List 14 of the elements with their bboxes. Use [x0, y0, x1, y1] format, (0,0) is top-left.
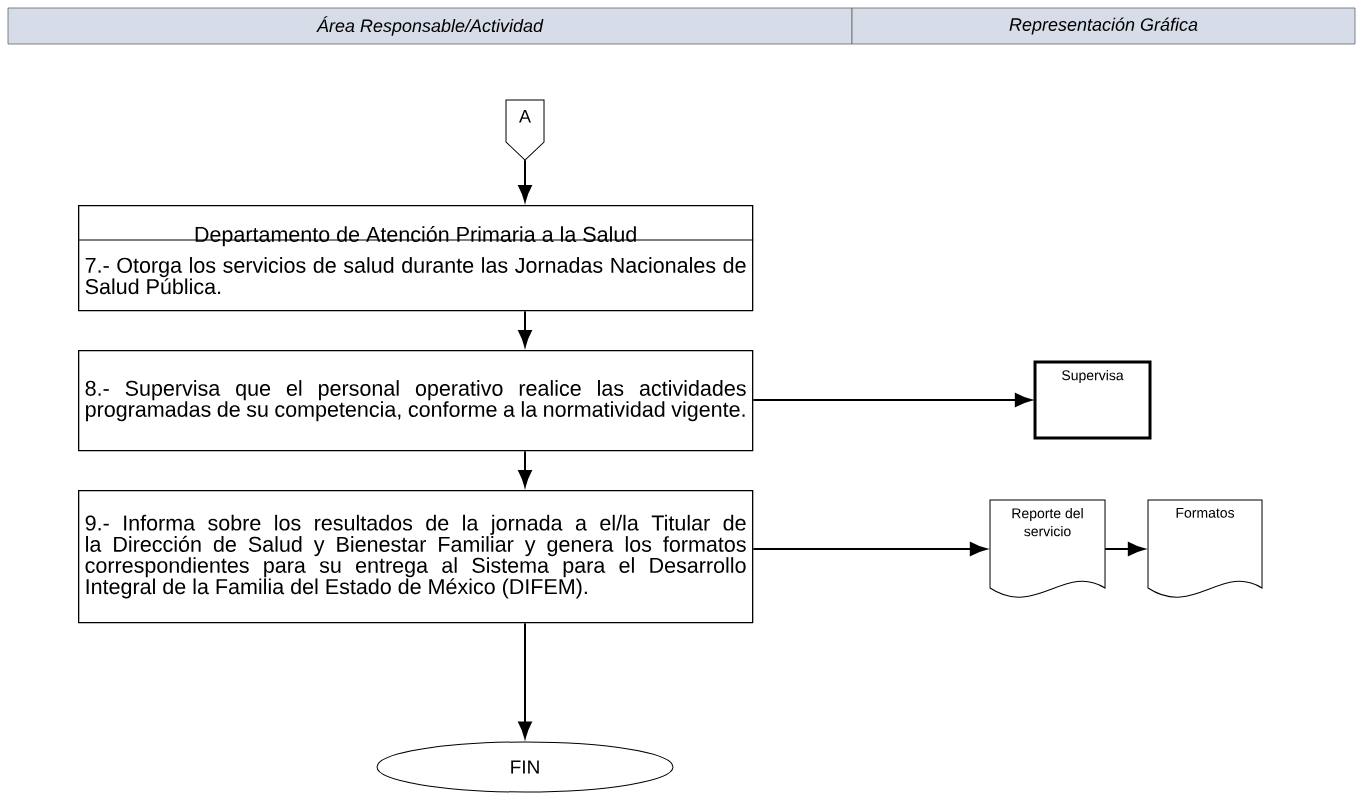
process-box: Supervisa — [1033, 360, 1152, 440]
header-cell: Área Responsable/Actividad — [7, 7, 853, 45]
process-box: 8.- Supervisa que el personal operativo realice las actividades programadas de su competencia, conforme a la normatividad vigente. — [78, 350, 754, 452]
arrow — [752, 393, 1032, 407]
arrow — [1104, 542, 1145, 556]
arrow — [518, 310, 532, 347]
header-cell: Representación Gráfica — [851, 7, 1356, 45]
process-box: Departamento de Atención Primaria a la Salud 7.- Otorga los servicios de salud durante las Jornadas Nacionales de Salud Pública. — [77, 205, 754, 312]
arrow — [518, 622, 532, 739]
arrow — [752, 542, 987, 556]
off-page-connector: A — [505, 99, 545, 161]
arrow — [518, 450, 532, 487]
process-box: 9.- Informa sobre los resultados de la jornada a el/la Titular de la Dirección de Salud y Bienestar Familiar y genera los formatos correspondientes para su entrega al Sistema para el Desarrollo Integral de la Familia del Estado de México (DIFEM). — [78, 490, 754, 624]
arrow — [518, 159, 532, 202]
